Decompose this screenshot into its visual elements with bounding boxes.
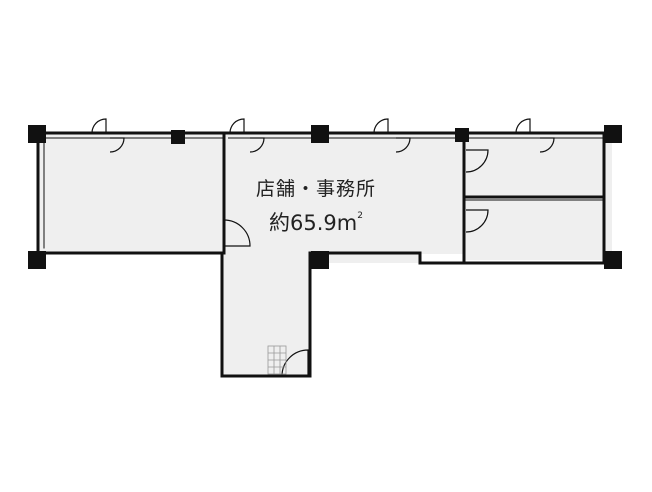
room-name-label: 店舗・事務所 <box>255 178 376 200</box>
walls <box>36 131 614 378</box>
column-icon <box>28 125 622 269</box>
room-area-value: 約65.9m <box>269 211 358 235</box>
door-swing-icon <box>91 118 555 377</box>
stairs-icon <box>267 345 287 375</box>
room-area-unit-sup: 2 <box>357 211 363 221</box>
room-area-label: 約65.9m2 <box>226 207 406 237</box>
